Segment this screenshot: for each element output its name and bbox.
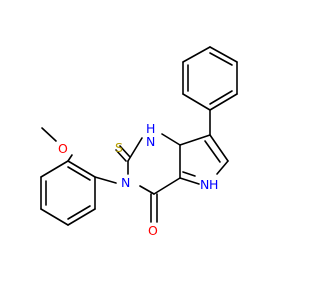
bond-ph-6-inner (209, 90, 233, 105)
n5-nitrogen-label: N (200, 177, 209, 192)
bond-c7a-c7 (179, 134, 211, 146)
bond-c4a-inner (182, 171, 196, 177)
n3-nitrogen-label: N (121, 175, 130, 190)
bond-c4-n3 (139, 185, 155, 195)
bond-aryl-4-inner (67, 205, 91, 220)
bond-c4a-c4 (153, 177, 181, 195)
bond-n5-c4a (179, 177, 200, 185)
methoxy-oxygen-label: O (58, 141, 68, 156)
bond-n1-c7a (161, 133, 181, 146)
bond-c7-c6-inner (204, 140, 221, 163)
atom-labels: O S H N N N H O (58, 121, 218, 238)
n1-nitrogen-label: N (146, 134, 155, 149)
bond-c2-s-b (119, 145, 131, 158)
bond-aryl-6 (67, 160, 96, 178)
bonds (40, 46, 238, 226)
bond-ph-3 (182, 46, 211, 63)
bond-aryl-4 (67, 208, 96, 226)
bond-o-aryl (67, 154, 73, 162)
bond-aryl-6-inner (67, 166, 91, 181)
bond-c2-s-a (115, 149, 127, 162)
chemical-structure-diagram: O S H N N N H O (40, 46, 238, 238)
bond-ph-4 (209, 46, 238, 63)
bond-aryl-1 (40, 160, 69, 178)
bond-aryl-n3 (94, 176, 117, 184)
carbonyl-oxygen-label: O (148, 223, 158, 238)
bond-ph-6 (209, 93, 238, 111)
bond-aryl-3 (40, 208, 69, 226)
bond-methyl-o (41, 127, 57, 142)
bond-ph-4-inner (209, 52, 233, 66)
n1-hydrogen-label: H (146, 121, 155, 136)
bond-ph-1 (182, 93, 211, 111)
n5-hydrogen-label: H (209, 177, 218, 192)
thione-sulfur-label: S (115, 140, 123, 155)
molecule-canvas: O S H N N N H O (40, 46, 238, 238)
bond-c7-c6 (209, 134, 229, 162)
bond-c6-n5 (216, 160, 229, 175)
